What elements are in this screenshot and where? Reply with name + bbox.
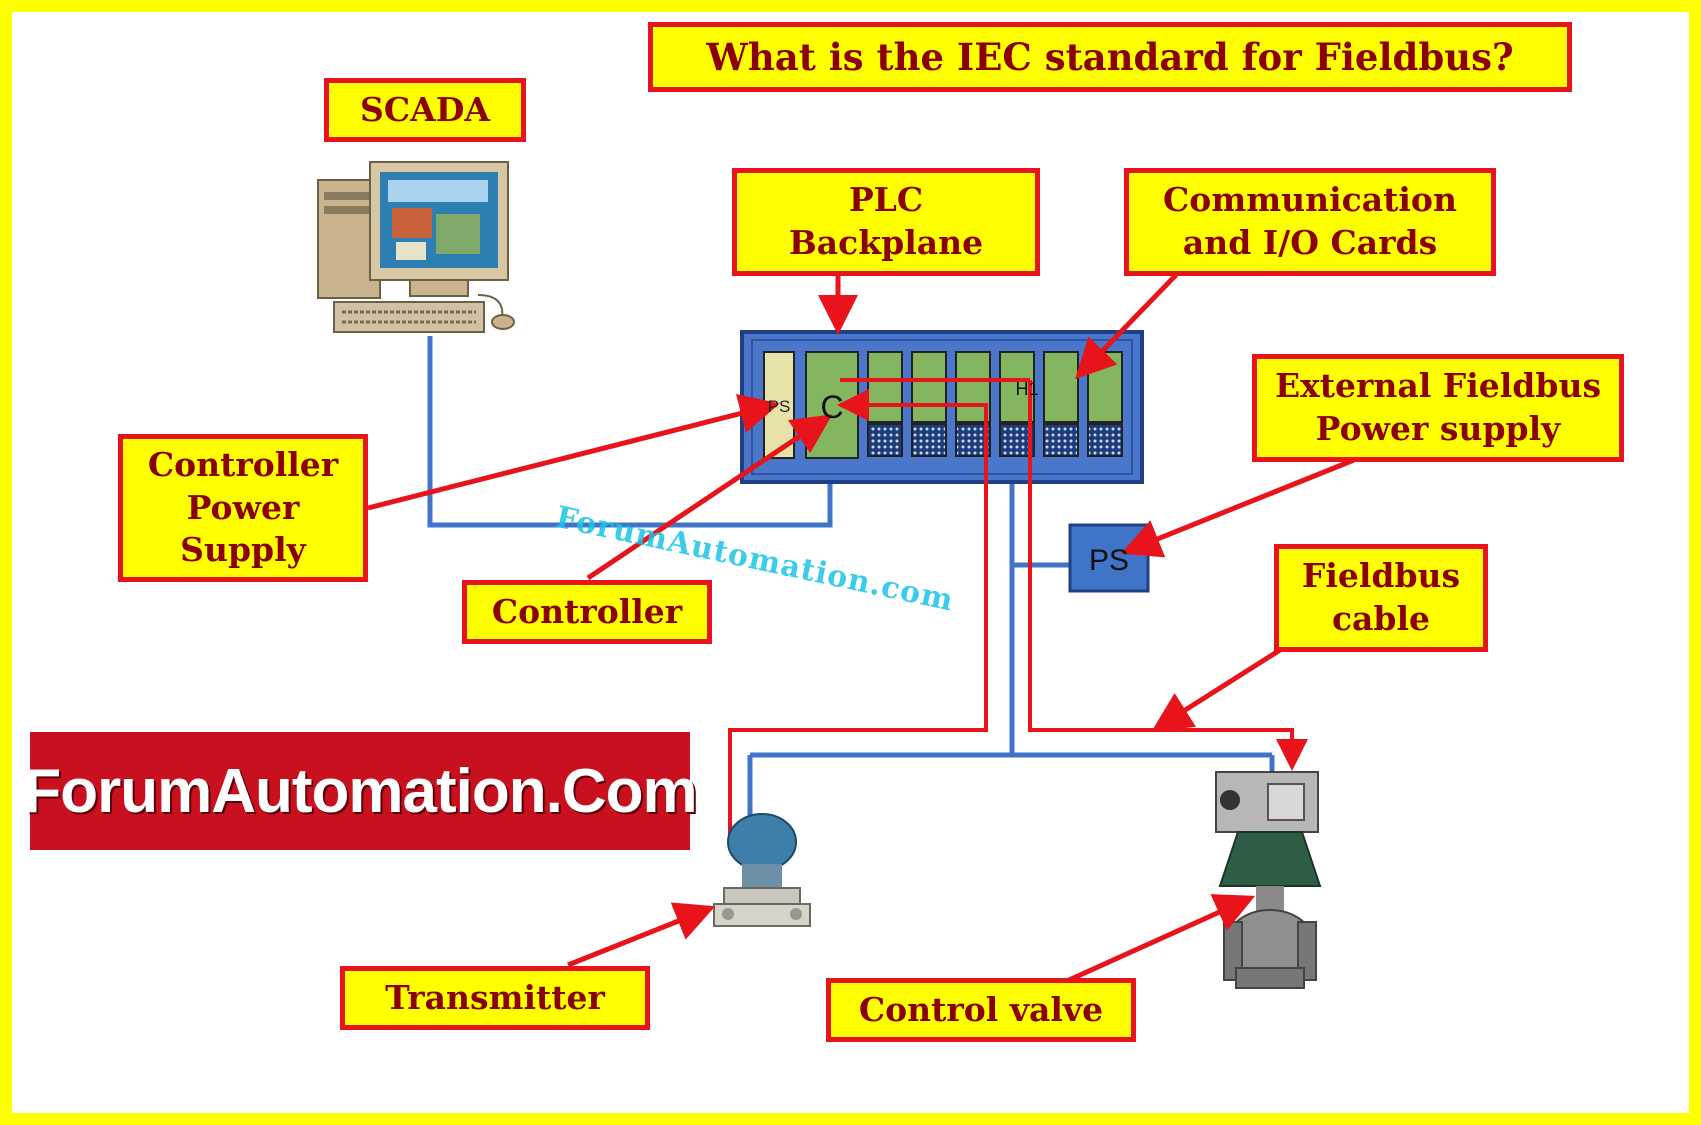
external-ps-box — [1068, 523, 1150, 593]
page-title: What is the IEC standard for Fieldbus? — [648, 22, 1572, 92]
annotation-arrows — [367, 273, 1355, 988]
rack-h1-text: H1 — [1015, 379, 1038, 399]
brand-logo: ForumAutomation.Com — [23, 732, 698, 850]
label-transmitter: Transmitter — [340, 966, 650, 1030]
external-ps-text: PS — [1089, 544, 1129, 577]
label-controller: Controller — [462, 580, 712, 644]
rack-ps-text: PS — [768, 397, 791, 416]
scada-computer-icon — [317, 161, 515, 333]
control-valve-icon — [1215, 771, 1322, 989]
rack-controller-text: C — [820, 389, 843, 425]
label-control-valve: Control valve — [826, 978, 1136, 1042]
label-scada: SCADA — [324, 78, 526, 142]
